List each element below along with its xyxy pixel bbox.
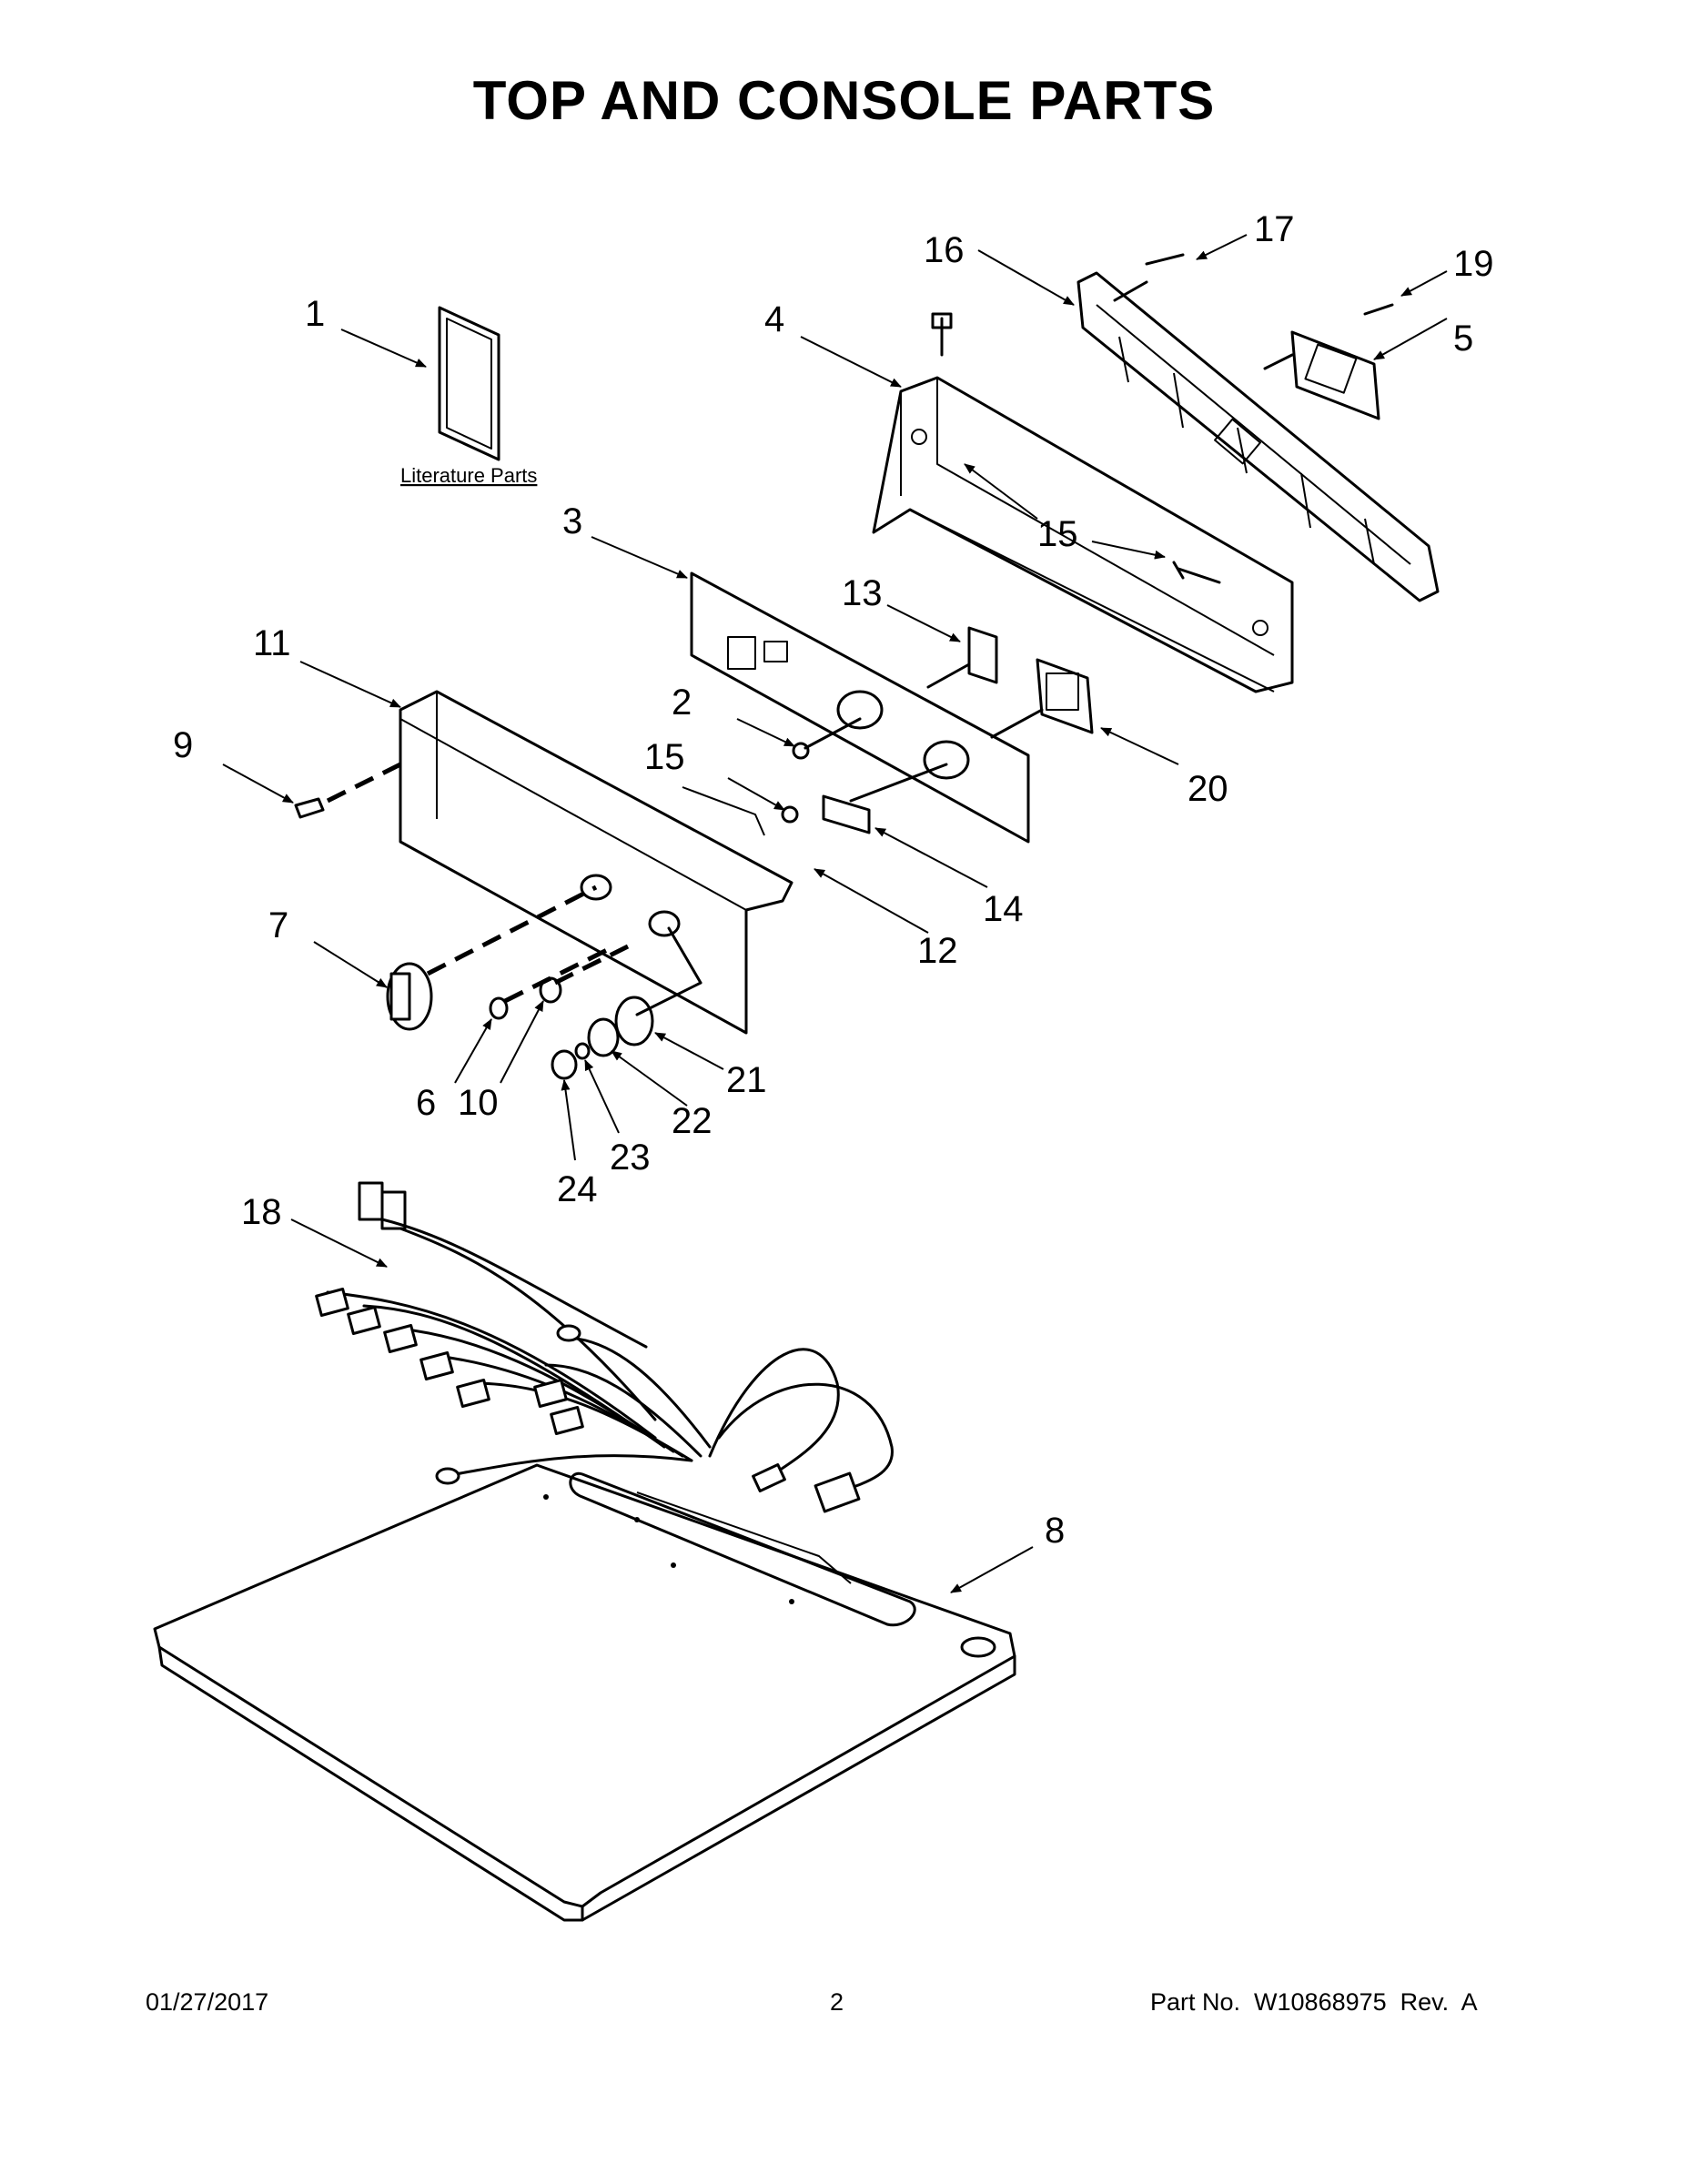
screw-part-9	[294, 797, 325, 819]
callout-12: 12	[917, 931, 958, 971]
callout-2: 2	[672, 682, 692, 723]
callout-15-upper: 15	[1037, 514, 1078, 554]
dryer-top-panel	[153, 1463, 1016, 1922]
footer-page-number: 2	[830, 1988, 844, 2016]
callout-arrows	[222, 234, 1448, 1593]
callout-3: 3	[562, 501, 582, 541]
console-rear-bracket	[1076, 271, 1440, 602]
callout-21: 21	[726, 1060, 767, 1100]
callout-6: 6	[416, 1083, 436, 1123]
callout-17: 17	[1254, 209, 1295, 249]
callout-5: 5	[1453, 318, 1473, 359]
timer-part-20	[1036, 658, 1094, 734]
callout-18: 18	[241, 1192, 282, 1232]
callout-4: 4	[764, 299, 784, 339]
callout-11: 11	[253, 623, 291, 663]
callout-15-lower: 15	[644, 737, 685, 777]
callout-14: 14	[983, 889, 1024, 929]
small-parts-6-10	[489, 976, 562, 1020]
callout-13: 13	[842, 573, 883, 613]
console-back-panel	[872, 376, 1294, 693]
footer-part-number: Part No. W10868975 Rev. A	[1150, 1988, 1478, 2016]
assembly-dash-lines	[326, 280, 1294, 1016]
callout-22: 22	[672, 1101, 713, 1141]
literature-parts-illustration: Literature Parts	[400, 306, 537, 487]
callout-23: 23	[610, 1138, 651, 1178]
callout-7: 7	[268, 905, 288, 945]
callout-10: 10	[458, 1083, 499, 1123]
callout-numbers: 1 2 3 4 5 6 7 8 9 10 11 12 13 14 15 15 1…	[173, 209, 1494, 1551]
knob-part-7	[386, 962, 433, 1031]
console-front-panel	[399, 690, 793, 1035]
callout-24: 24	[557, 1169, 598, 1209]
footer-date: 01/27/2017	[146, 1988, 269, 2016]
callout-1: 1	[305, 294, 325, 334]
switch-part-13	[967, 626, 998, 684]
callout-20: 20	[1188, 769, 1228, 809]
wire-harness	[315, 1181, 894, 1513]
callout-19: 19	[1453, 244, 1494, 284]
screw-part-2-15	[781, 253, 1394, 824]
callout-9: 9	[173, 725, 193, 765]
knob-parts-21-24	[551, 996, 654, 1080]
harness-connector-12-14	[682, 786, 871, 836]
callout-16: 16	[924, 230, 965, 270]
control-panel-plate	[690, 571, 1030, 844]
callout-8: 8	[1045, 1511, 1065, 1551]
literature-parts-label: Literature Parts	[400, 464, 537, 487]
page-title: TOP AND CONSOLE PARTS	[472, 70, 1216, 131]
